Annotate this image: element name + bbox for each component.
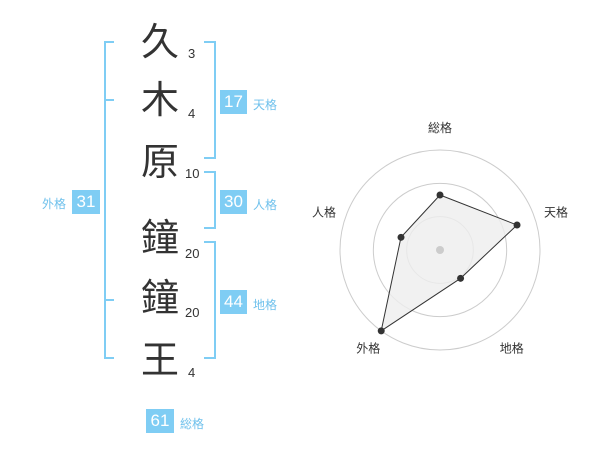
- radar-area: [380, 194, 518, 332]
- name-char-1-strokes: 3: [188, 46, 196, 61]
- name-char-3-strokes: 10: [185, 166, 200, 181]
- jinkaku-bracket-bottom: [204, 227, 216, 229]
- radar-point-3: [457, 274, 465, 282]
- gaikaku-bracket-spine: [104, 41, 106, 359]
- radar-point-4: [377, 327, 385, 335]
- gaikaku-bracket-bottom: [104, 357, 114, 359]
- name-char-3: 原: [140, 140, 179, 184]
- radar-axis-label-5: 人格: [312, 204, 336, 219]
- name-char-6: 王: [140, 338, 179, 382]
- radar-points: [377, 191, 521, 335]
- tenkaku-bracket-top: [204, 41, 216, 43]
- radar-ring-2: [372, 182, 508, 318]
- chikaku-bracket-spine: [214, 241, 216, 359]
- radar-axis-label-3: 地格: [500, 341, 524, 356]
- chikaku-label: 地格: [253, 298, 278, 312]
- name-char-5: 鐘: [140, 276, 179, 320]
- radar-axis-label-1: 総格: [428, 120, 452, 135]
- tenkaku-bracket-bottom: [204, 157, 216, 159]
- chikaku-score-badge: 44: [220, 290, 247, 314]
- radar-axis-label-2: 天格: [544, 204, 568, 219]
- name-char-2: 木: [140, 78, 179, 122]
- chikaku-bracket-bottom: [204, 357, 216, 359]
- soukaku-label: 総格: [180, 417, 205, 431]
- radar-center-dot: [436, 246, 444, 254]
- tenkaku-score-badge: 17: [220, 90, 247, 114]
- soukaku-score-badge: 61: [146, 409, 174, 433]
- gaikaku-bracket-tick2: [104, 299, 114, 301]
- jinkaku-label: 人格: [253, 198, 278, 212]
- tenkaku-bracket-spine: [214, 41, 216, 159]
- name-char-2-strokes: 4: [188, 106, 196, 121]
- radar-point-5: [397, 233, 405, 241]
- jinkaku-bracket-spine: [214, 171, 216, 229]
- name-char-6-strokes: 4: [188, 365, 196, 380]
- tenkaku-label: 天格: [253, 98, 278, 112]
- radar-point-2: [513, 221, 521, 229]
- chikaku-bracket-top: [204, 241, 216, 243]
- name-char-1: 久: [140, 20, 179, 64]
- radar-ring-3: [339, 149, 541, 351]
- jinkaku-score-badge: 30: [220, 190, 247, 214]
- gaikaku-label: 外格: [42, 197, 67, 211]
- name-char-4: 鐘: [140, 216, 179, 260]
- radar-axis-label-4: 外格: [356, 341, 380, 356]
- gaikaku-bracket-tick1: [104, 99, 114, 101]
- gaikaku-bracket-top: [104, 41, 114, 43]
- gaikaku-score-badge: 31: [72, 190, 100, 214]
- jinkaku-bracket-top: [204, 171, 216, 173]
- name-char-5-strokes: 20: [185, 305, 200, 320]
- radar-point-1: [436, 191, 444, 199]
- name-char-4-strokes: 20: [185, 246, 200, 261]
